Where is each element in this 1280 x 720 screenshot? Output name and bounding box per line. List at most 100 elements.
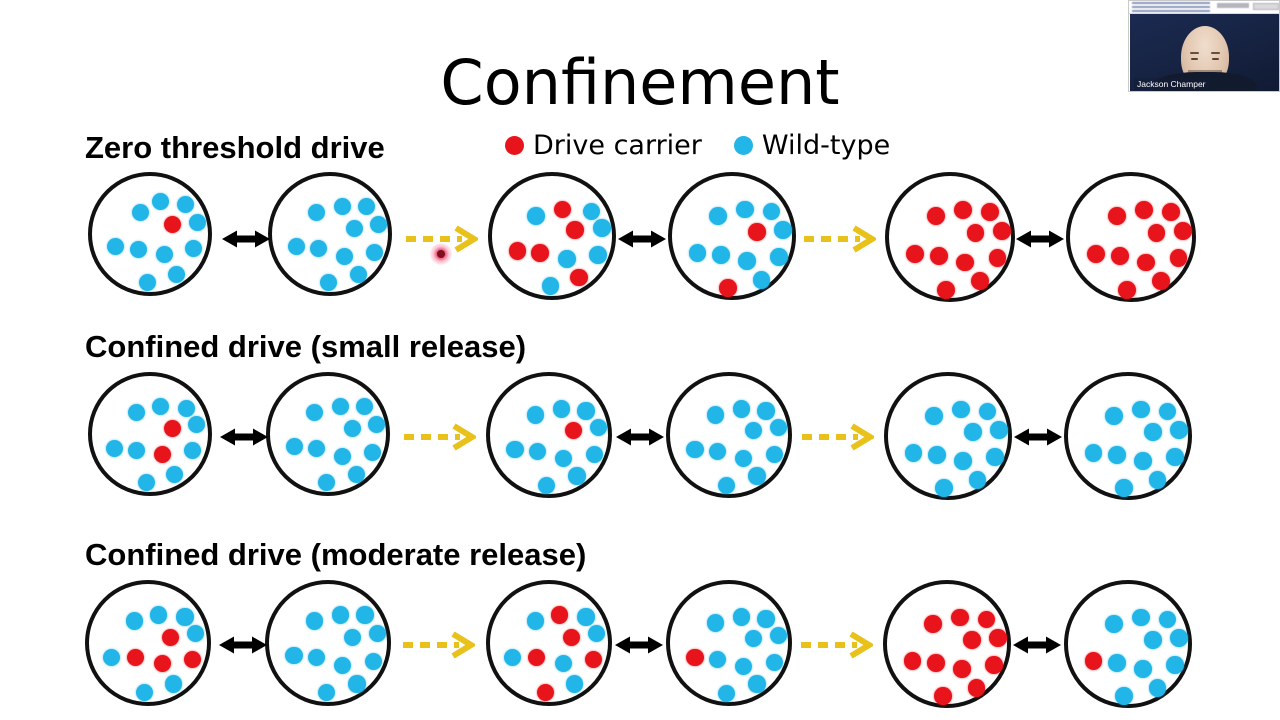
drive-carrier-dot (183, 651, 201, 669)
wild-type-dot (706, 614, 724, 632)
wild-type-dot (593, 219, 611, 237)
legend-label: Wild-type (761, 130, 891, 161)
drive-carrier-dot (563, 628, 581, 646)
wild-type-dot (348, 466, 365, 483)
drive-carrier-dot (719, 279, 738, 297)
drive-carrier-dot (531, 244, 549, 262)
drive-carrier-dot (1173, 222, 1192, 240)
wild-type-dot (1105, 614, 1123, 633)
drive-carrier-dot (970, 272, 989, 291)
wild-type-dot (738, 252, 756, 270)
participant-name-label: Jackson Champer (1134, 78, 1209, 90)
drive-carrier-dot (1137, 253, 1155, 272)
drive-carrier-dot (977, 610, 996, 629)
wild-type-dot (526, 612, 544, 630)
webcam-video-feed[interactable]: Jackson Champer (1130, 14, 1279, 91)
migration-arrow-r2-a (220, 428, 268, 446)
release-arrow-r1-a (406, 225, 478, 253)
wild-type-dot (132, 204, 149, 221)
wild-type-dot (528, 443, 546, 461)
wild-type-dot (1144, 631, 1162, 650)
webcam-overlay[interactable]: Jackson Champer (1128, 0, 1280, 92)
wild-type-dot (706, 406, 724, 424)
wild-type-dot (527, 206, 545, 225)
wild-type-dot (288, 238, 305, 255)
population-r2-c2 (266, 372, 390, 496)
wild-type-dot (904, 444, 923, 462)
wild-type-dot (1132, 400, 1150, 419)
drive-carrier-dot (686, 649, 704, 667)
wild-type-dot (305, 612, 323, 630)
mouse-click-highlight (430, 243, 452, 265)
drive-carrier-dot (1107, 207, 1126, 226)
wild-type-dot (733, 400, 751, 418)
release-arrow-r2-b (802, 423, 874, 451)
wild-type-dot (128, 442, 145, 459)
wild-type-dot (733, 608, 751, 626)
wild-type-dot (553, 400, 571, 418)
wild-type-dot (356, 606, 374, 624)
wild-type-dot (310, 240, 327, 257)
wild-type-dot (757, 610, 775, 628)
population-r1-c5 (885, 172, 1015, 302)
wild-type-dot (506, 441, 524, 459)
wild-type-dot (135, 683, 153, 701)
drive-carrier-dot (988, 249, 1007, 268)
wild-type-dot (152, 398, 169, 415)
wild-type-dot (928, 446, 946, 464)
wild-type-dot (935, 479, 954, 497)
wild-type-dot (317, 683, 336, 701)
wild-type-dot (1158, 610, 1177, 629)
wild-type-dot (165, 675, 183, 693)
wild-type-dot (1170, 421, 1188, 439)
wild-type-dot (765, 446, 783, 464)
migration-arrow-r2-c (1014, 428, 1062, 446)
release-arrow-r3-b (801, 631, 873, 659)
migration-arrow-r1-b (618, 230, 666, 248)
drive-carrier-dot (1110, 247, 1129, 266)
wild-type-dot (577, 402, 595, 420)
drive-carrier-dot (1151, 272, 1170, 291)
wild-type-dot (318, 474, 335, 491)
population-r2-c6 (1064, 372, 1192, 500)
wild-type-dot (336, 248, 353, 265)
wild-type-dot (356, 398, 373, 415)
migration-arrow-r1-c (1016, 230, 1064, 248)
page-title: Confinement (440, 46, 840, 119)
wild-type-dot (555, 655, 573, 673)
legend-entry: Drive carrier (505, 130, 702, 161)
wild-type-dot (156, 246, 173, 263)
row-heading-1: Zero threshold drive (85, 130, 385, 165)
wild-type-dot (712, 246, 730, 264)
drive-carrier-dot (1169, 249, 1188, 268)
drive-carrier-dot (164, 420, 181, 437)
drive-carrier-dot (1084, 652, 1103, 670)
wild-type-dot (978, 402, 997, 421)
drive-carrier-dot (966, 224, 985, 243)
wild-type-dot (990, 421, 1008, 439)
wild-type-dot (952, 400, 970, 419)
wild-type-dot (1144, 423, 1162, 442)
wild-type-dot (717, 476, 736, 494)
wild-type-dot (128, 404, 145, 421)
drive-carrier-dot (565, 421, 583, 439)
row-heading-3: Confined drive (moderate release) (85, 537, 587, 572)
speaker-brow-left (1190, 52, 1199, 54)
red-dot-icon (505, 136, 524, 155)
wild-type-dot (1115, 479, 1134, 497)
population-r3-c2 (265, 580, 391, 706)
wild-type-dot (368, 624, 386, 642)
wild-type-dot (1132, 608, 1150, 627)
drive-carrier-dot (566, 221, 584, 239)
drive-carrier-dot (985, 656, 1003, 674)
drive-carrier-dot (536, 683, 554, 701)
blurred-header-text-secondary (1217, 3, 1249, 8)
wild-type-dot (1108, 446, 1126, 464)
drive-carrier-dot (924, 614, 942, 633)
wild-type-dot (176, 608, 194, 626)
wild-type-dot (745, 629, 763, 647)
wild-type-dot (688, 244, 707, 262)
drive-carrier-dot (1086, 245, 1105, 263)
wild-type-dot (184, 442, 201, 459)
